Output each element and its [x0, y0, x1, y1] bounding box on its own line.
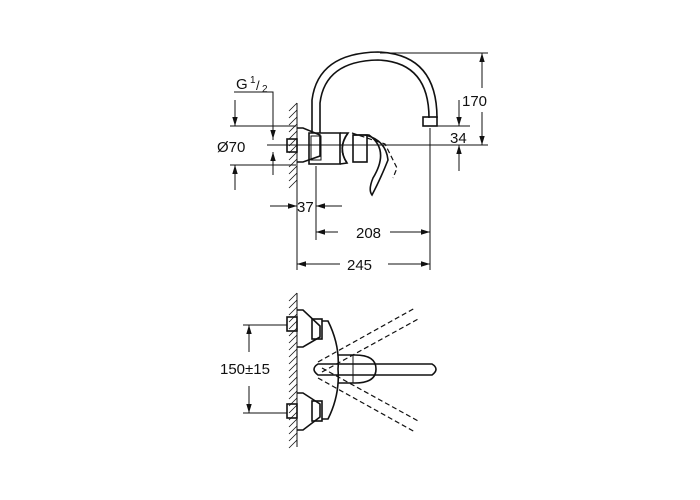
lever-open-position: [351, 132, 398, 179]
dim-inlet-spacing: 150±15: [220, 361, 270, 378]
hatch-line: [288, 341, 298, 351]
faucet-body-top: [322, 320, 340, 420]
lever-top: [313, 363, 437, 376]
lever-handle: [353, 134, 389, 197]
hatch-line: [288, 327, 298, 337]
aerator: [422, 116, 438, 127]
lever-rotate-left: [317, 307, 421, 373]
hatch-line: [288, 306, 298, 316]
dim-wall-to-outlet: 245: [347, 257, 372, 274]
top-view: 150±15: [220, 292, 437, 449]
hatch-line: [288, 116, 298, 126]
hatch-line: [288, 109, 298, 119]
hatch-line: [288, 299, 298, 309]
svg-text:2: 2: [262, 84, 268, 95]
hatch-line: [288, 390, 298, 400]
dim-wall-to-body: 37: [297, 199, 314, 216]
spout-inner: [319, 59, 430, 133]
hatch-line: [288, 383, 298, 393]
hatch-line: [288, 172, 298, 182]
dim-thread-size: G 1 / 2: [236, 75, 268, 95]
hatch-line: [288, 362, 298, 372]
hatch-line: [288, 158, 298, 168]
dim-diameter: Ø70: [217, 139, 245, 156]
faucet-body: [308, 132, 341, 165]
hatch-line: [288, 432, 298, 442]
side-view: 170 34 Ø70 G 1 / 2 37 208 245: [217, 51, 488, 274]
hatch-line: [288, 151, 298, 161]
hatch-line: [288, 130, 298, 140]
dim-spout-height: 170: [462, 93, 487, 110]
hatch-line: [288, 320, 298, 330]
svg-text:/: /: [256, 78, 260, 93]
hatch-line: [288, 334, 298, 344]
hatch-line: [288, 292, 298, 302]
hatch-line: [288, 376, 298, 386]
dim-body-to-outlet: 208: [356, 225, 381, 242]
hatch-line: [288, 439, 298, 449]
hatch-line: [288, 313, 298, 323]
hatch-line: [288, 425, 298, 435]
hatch-line: [288, 404, 298, 414]
svg-text:G: G: [236, 76, 248, 93]
hatch-line: [288, 369, 298, 379]
hatch-line: [288, 418, 298, 428]
svg-text:1: 1: [250, 75, 256, 86]
spout-outer: [311, 51, 438, 133]
hatch-line: [288, 102, 298, 112]
hatch-line: [288, 123, 298, 133]
hatch-line: [288, 348, 298, 358]
hatch-line: [288, 355, 298, 365]
hatch-line: [288, 165, 298, 175]
dim-outlet-height: 34: [450, 130, 467, 147]
lever-rotate-right: [317, 367, 421, 433]
hatch-line: [288, 179, 298, 189]
